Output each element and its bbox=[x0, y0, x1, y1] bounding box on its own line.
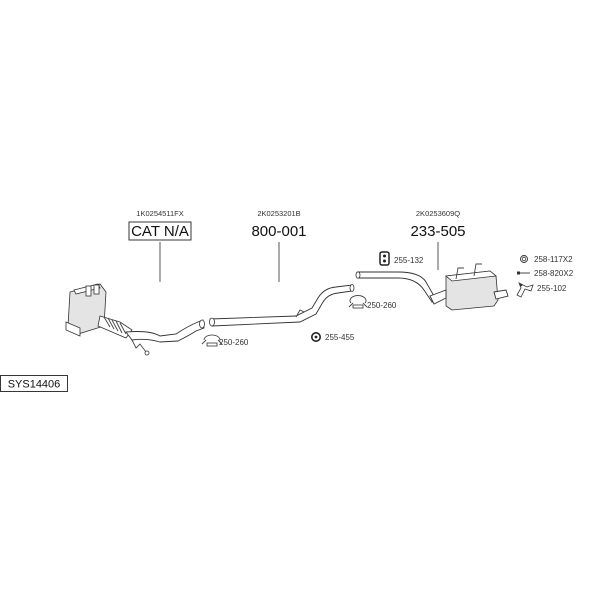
rear-silencer-body[interactable] bbox=[355, 263, 509, 311]
accessory-label: 258-117X2 bbox=[534, 255, 573, 264]
rubber-hanger-icon bbox=[310, 331, 321, 342]
section-catalyst[interactable]: 1K0254511FX CAT N/A bbox=[65, 209, 205, 356]
centre-pipe-body[interactable] bbox=[209, 284, 355, 327]
accessory-label: 258-820X2 bbox=[534, 269, 574, 278]
accessory-label: 255-102 bbox=[537, 284, 567, 293]
system-code-box bbox=[0, 375, 68, 392]
accessory-label: 250-260 bbox=[367, 301, 397, 310]
oem-number-centre-pipe: 2K0253201B bbox=[257, 209, 300, 218]
part-number-rear-silencer[interactable]: 233-505 bbox=[410, 223, 465, 240]
part-number-catalyst[interactable]: CAT N/A bbox=[131, 223, 189, 240]
accessory-hanger-1[interactable]: 255-455 bbox=[310, 331, 355, 342]
accessory-label: 255-455 bbox=[325, 333, 355, 342]
clamp-icon bbox=[348, 295, 368, 309]
section-centre-pipe[interactable]: 2K0253201B 800-001 bbox=[209, 209, 355, 327]
bolt-icon bbox=[517, 271, 530, 275]
rubber-mount-icon bbox=[379, 251, 390, 266]
accessory-mount-1[interactable]: 255-132 bbox=[379, 251, 424, 266]
bracket-icon bbox=[516, 282, 534, 298]
accessory-bolt[interactable]: 258-820X2 bbox=[517, 269, 574, 278]
system-code-label: SYS14406 bbox=[8, 379, 61, 391]
oem-number-catalyst: 1K0254511FX bbox=[136, 209, 183, 218]
accessory-bracket[interactable]: 255-102 bbox=[516, 282, 567, 298]
section-rear-silencer[interactable]: 2K0253609Q 233-505 bbox=[355, 209, 509, 311]
accessory-label: 250-260 bbox=[219, 338, 249, 347]
accessory-clamp-2[interactable]: 250-260 bbox=[348, 295, 397, 310]
system-code: SYS14406 bbox=[0, 375, 68, 392]
catalyst-body[interactable] bbox=[65, 283, 205, 356]
accessory-label: 255-132 bbox=[394, 256, 424, 265]
ring-icon bbox=[520, 255, 528, 263]
accessory-ring[interactable]: 258-117X2 bbox=[520, 255, 574, 264]
clamp-icon bbox=[201, 334, 223, 347]
accessory-clamp-1[interactable]: 250-260 bbox=[201, 334, 249, 347]
part-number-centre-pipe[interactable]: 800-001 bbox=[251, 223, 306, 240]
oem-number-rear-silencer: 2K0253609Q bbox=[416, 209, 460, 218]
part-number-box bbox=[128, 221, 192, 241]
